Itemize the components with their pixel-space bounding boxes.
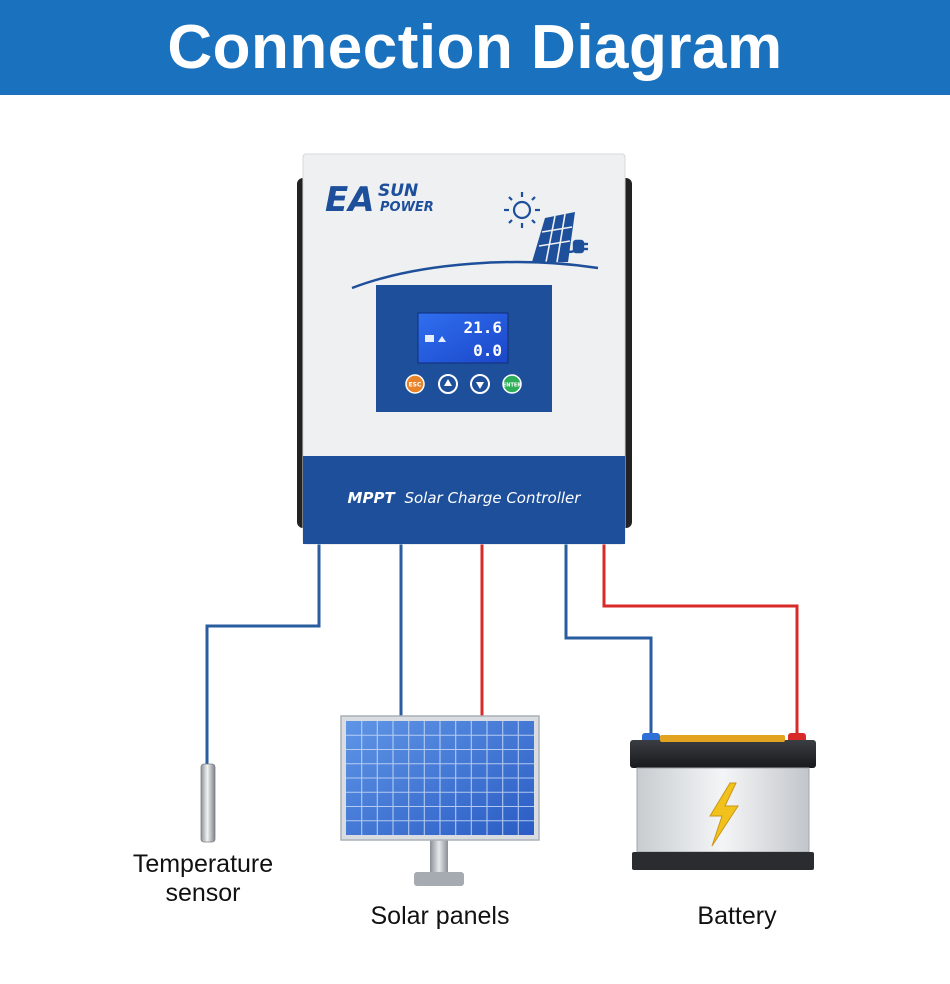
battery-icon xyxy=(630,733,816,870)
temperature-sensor-label: Temperature sensor xyxy=(112,850,294,908)
brand-main: EA xyxy=(325,180,375,220)
charge-controller: EA SUN POWER xyxy=(297,153,632,545)
battery-positive-wire xyxy=(602,543,799,738)
sensor-wire xyxy=(205,543,321,768)
esc-button[interactable]: ESC xyxy=(405,374,425,394)
solar-panels-label: Solar panels xyxy=(370,902,510,930)
product-name: MPPT Solar Charge Controller xyxy=(348,489,582,507)
solar-panel-pole xyxy=(430,838,448,874)
battery-label: Battery xyxy=(697,902,777,930)
temperature-sensor-label-line-2: sensor xyxy=(165,879,241,907)
lightning-bolt-icon xyxy=(709,782,739,847)
up-button[interactable] xyxy=(438,374,458,394)
solar-panel-icon-large xyxy=(340,715,540,886)
wires xyxy=(205,543,799,768)
up-arrow-icon xyxy=(444,379,452,386)
controller-label-band xyxy=(303,456,625,544)
battery-base xyxy=(632,852,814,870)
product-name-rest: Solar Charge Controller xyxy=(404,489,581,507)
enter-button[interactable]: ENTER xyxy=(502,374,522,394)
brand-power: POWER xyxy=(380,200,434,215)
lcd-line-2: 0.0 xyxy=(473,341,502,360)
page-title: Connection Diagram xyxy=(167,13,783,82)
enter-button-label: ENTER xyxy=(503,383,521,389)
brand-sun: SUN xyxy=(378,181,418,201)
product-name-bold: MPPT xyxy=(348,489,397,507)
plug-icon xyxy=(567,239,588,254)
solar-panel-grid xyxy=(346,721,534,835)
solar-panel-base xyxy=(414,872,464,886)
lcd-line-1: 21.6 xyxy=(463,318,502,337)
title-banner: Connection Diagram xyxy=(0,0,950,95)
down-button[interactable] xyxy=(470,374,490,394)
sun-icon xyxy=(504,192,540,228)
battery-negative-wire xyxy=(564,543,653,738)
battery-lid-accent xyxy=(660,735,785,742)
solar-panel-icon xyxy=(532,212,575,263)
lcd-arrow-indicator xyxy=(438,336,446,342)
easun-power-logo: EA SUN POWER xyxy=(325,180,434,220)
battery-lid xyxy=(630,740,816,768)
temperature-sensor-icon xyxy=(200,763,216,843)
lcd-status-icon xyxy=(425,335,434,342)
esc-button-label: ESC xyxy=(409,382,422,389)
logo-swoosh xyxy=(351,260,599,290)
down-arrow-icon xyxy=(476,382,484,389)
temperature-sensor-label-line-1: Temperature xyxy=(132,850,274,878)
